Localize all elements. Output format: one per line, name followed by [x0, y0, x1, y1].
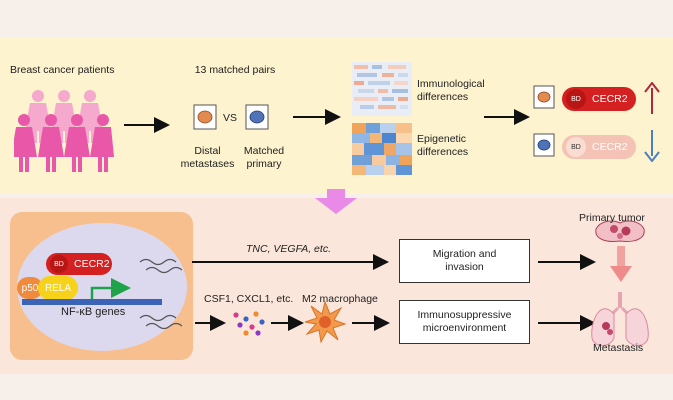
macrophage-label: M2 macrophage — [302, 293, 378, 305]
bd-domain-low: BD — [566, 137, 586, 157]
immuno-label: Immunological differences — [417, 78, 485, 103]
cecr2-bound-pill: BD CECR2 — [46, 253, 112, 275]
lungs-icon — [591, 292, 649, 346]
targets-label: TNC, VEGFA, etc. — [246, 243, 331, 255]
distal-sample-icon — [193, 104, 217, 130]
p50-protein: p50 — [17, 277, 43, 299]
rela-protein: RELA — [38, 276, 78, 300]
matched-sample-small-icon — [533, 133, 555, 157]
distal-label: Distal metastases — [180, 145, 235, 170]
cecr2-low-pill: BD CECR2 — [562, 135, 636, 159]
cecr2-bound-label: CECR2 — [74, 258, 110, 270]
transcription-arrow — [90, 278, 131, 299]
chemokine-dots-icon — [233, 311, 265, 336]
dna-strand — [22, 299, 162, 305]
patients-label: Breast cancer patients — [10, 64, 115, 76]
chemokines-label: CSF1, CXCL1, etc. — [204, 293, 294, 305]
arrow-up-icon — [644, 82, 660, 114]
arrow-down-icon — [644, 130, 660, 162]
tumor-icon — [595, 220, 645, 242]
matched-label: Matched primary — [243, 145, 285, 170]
bd-domain: BD — [566, 89, 586, 109]
migration-box: Migration and invasion — [399, 239, 530, 283]
women-front-row-icon — [14, 114, 114, 172]
immunosuppressive-box: Immunosuppressive microenvironment — [399, 300, 530, 344]
transition-arrow-icon — [315, 189, 357, 214]
cecr2-low-label: CECR2 — [592, 141, 628, 153]
epigenetic-heatmap-icon — [352, 123, 412, 175]
distal-sample-small-icon — [533, 85, 555, 109]
metastasis-label: Metastasis — [593, 342, 644, 354]
patients-group — [14, 90, 114, 172]
epigenetic-label: Epigenetic differences — [417, 133, 469, 158]
primary-tumor-label: Primary tumor — [579, 212, 645, 224]
nfkb-label: NF-κB genes — [61, 306, 126, 318]
pairs-label: 13 matched pairs — [194, 64, 276, 76]
cecr2-high-pill: BD CECR2 — [562, 87, 636, 111]
macrophage-icon — [304, 300, 347, 344]
vs-label: VS — [223, 112, 238, 124]
cecr2-high-label: CECR2 — [592, 93, 628, 105]
matched-sample-icon — [245, 104, 269, 130]
women-back-row-icon — [25, 90, 103, 143]
bd-domain-bound: BD — [50, 255, 68, 273]
immuno-heatmap-icon — [352, 62, 412, 116]
